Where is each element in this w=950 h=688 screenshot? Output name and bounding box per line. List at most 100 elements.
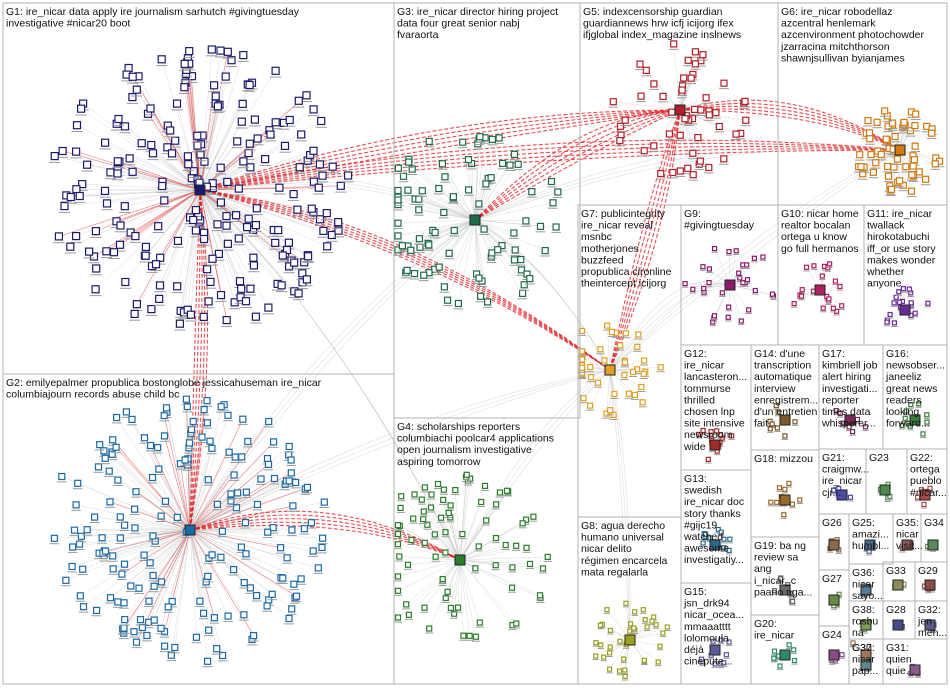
node[interactable]	[531, 514, 536, 519]
node[interactable]	[114, 415, 120, 421]
node[interactable]	[250, 262, 257, 269]
node[interactable]	[907, 287, 911, 291]
node[interactable]	[161, 197, 168, 204]
node[interactable]	[690, 172, 696, 178]
node[interactable]	[440, 577, 445, 582]
node[interactable]	[448, 503, 453, 508]
node[interactable]	[240, 416, 246, 422]
node[interactable]	[111, 249, 118, 256]
node[interactable]	[773, 649, 777, 653]
node[interactable]	[775, 500, 779, 504]
node[interactable]	[476, 544, 481, 549]
node[interactable]	[272, 67, 279, 74]
node[interactable]	[73, 186, 80, 193]
hub-node-g4[interactable]	[455, 555, 465, 565]
node[interactable]	[272, 119, 279, 126]
node[interactable]	[94, 607, 100, 613]
node[interactable]	[800, 288, 804, 292]
node[interactable]	[827, 297, 831, 301]
node[interactable]	[618, 123, 624, 129]
node[interactable]	[69, 564, 75, 570]
node[interactable]	[234, 505, 240, 511]
node[interactable]	[254, 135, 261, 142]
node[interactable]	[315, 565, 321, 571]
node[interactable]	[190, 419, 196, 425]
node[interactable]	[445, 297, 451, 303]
node[interactable]	[158, 513, 164, 519]
node[interactable]	[642, 658, 646, 662]
node[interactable]	[186, 48, 193, 55]
node[interactable]	[224, 240, 231, 247]
node[interactable]	[204, 398, 210, 404]
node[interactable]	[858, 164, 864, 170]
node[interactable]	[205, 477, 211, 483]
node[interactable]	[205, 573, 211, 579]
node[interactable]	[190, 217, 197, 224]
node[interactable]	[193, 634, 199, 640]
node[interactable]	[291, 259, 298, 266]
node[interactable]	[426, 138, 432, 144]
node[interactable]	[159, 183, 166, 190]
node[interactable]	[660, 93, 666, 99]
node[interactable]	[733, 131, 739, 137]
node[interactable]	[131, 310, 138, 317]
node[interactable]	[441, 487, 446, 492]
node[interactable]	[174, 100, 181, 107]
node[interactable]	[439, 161, 445, 167]
node[interactable]	[231, 567, 237, 573]
node[interactable]	[310, 548, 316, 554]
hub-node-g18[interactable]	[780, 495, 790, 505]
node[interactable]	[500, 160, 506, 166]
node[interactable]	[700, 52, 706, 58]
node[interactable]	[214, 646, 220, 652]
node[interactable]	[581, 396, 586, 401]
node[interactable]	[235, 235, 242, 242]
node[interactable]	[72, 527, 78, 533]
node[interactable]	[181, 84, 188, 91]
node[interactable]	[481, 226, 487, 232]
node[interactable]	[243, 298, 250, 305]
node[interactable]	[126, 155, 133, 162]
node[interactable]	[291, 581, 297, 587]
node[interactable]	[605, 323, 610, 328]
node[interactable]	[645, 625, 649, 629]
node[interactable]	[464, 472, 469, 477]
node[interactable]	[892, 134, 898, 140]
node[interactable]	[174, 283, 181, 290]
node[interactable]	[910, 163, 916, 169]
hub-node-g12[interactable]	[710, 440, 720, 450]
node[interactable]	[538, 593, 543, 598]
node[interactable]	[138, 140, 145, 147]
hub-node-g28[interactable]	[893, 620, 903, 630]
node[interactable]	[238, 118, 245, 125]
node[interactable]	[658, 644, 662, 648]
node[interactable]	[594, 654, 598, 658]
node[interactable]	[159, 579, 165, 585]
node[interactable]	[670, 170, 676, 176]
node[interactable]	[742, 98, 748, 104]
node[interactable]	[456, 605, 461, 610]
hub-node-g23[interactable]	[880, 485, 890, 495]
node[interactable]	[550, 200, 556, 206]
node[interactable]	[791, 599, 795, 603]
node[interactable]	[286, 117, 293, 124]
node[interactable]	[635, 344, 640, 349]
node[interactable]	[217, 199, 224, 206]
node[interactable]	[155, 445, 161, 451]
node[interactable]	[721, 80, 727, 86]
node[interactable]	[633, 610, 637, 614]
node[interactable]	[150, 573, 156, 579]
node[interactable]	[848, 495, 852, 499]
node[interactable]	[406, 612, 411, 617]
node[interactable]	[640, 400, 645, 405]
node[interactable]	[692, 49, 698, 55]
node[interactable]	[477, 620, 482, 625]
node[interactable]	[692, 61, 698, 67]
node[interactable]	[253, 205, 260, 212]
node[interactable]	[626, 391, 631, 396]
hub-node-g3[interactable]	[470, 215, 480, 225]
node[interactable]	[542, 248, 548, 254]
node[interactable]	[892, 301, 896, 305]
node[interactable]	[258, 476, 264, 482]
node[interactable]	[665, 625, 669, 629]
